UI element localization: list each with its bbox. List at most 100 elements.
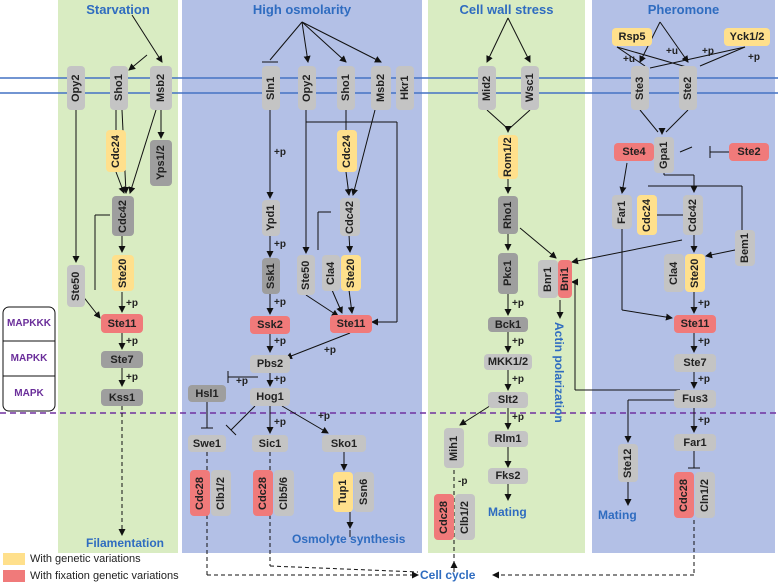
node-w-mid2: Mid2 <box>478 66 496 110</box>
node-h-cdc28b: Cdc28 <box>253 470 273 516</box>
node-p-cla4: Cla4 <box>664 254 684 292</box>
node-p-cln12: Cln1/2 <box>695 472 715 518</box>
mark-p: +p <box>274 336 286 347</box>
node-s-ste7: Ste7 <box>101 351 143 368</box>
node-h-sko1: Sko1 <box>322 435 366 452</box>
node-p-rsp5: Rsp5 <box>612 28 652 46</box>
node-p-cdc24: Cdc24 <box>637 195 657 235</box>
node-w-mih1: Mih1 <box>444 428 464 468</box>
mark-p: +p <box>512 336 524 347</box>
node-h-sho1: Sho1 <box>337 66 355 110</box>
node-p-yck12: Yck1/2 <box>724 28 770 46</box>
mark-p: +p <box>512 298 524 309</box>
output-osmolyte: Osmolyte synthesis <box>292 532 406 546</box>
node-h-hkr1: Hkr1 <box>396 66 414 110</box>
node-w-slt2: Slt2 <box>488 392 528 408</box>
panel-title-cell-wall-stress: Cell wall stress <box>459 2 554 17</box>
node-w-rlm1: Rlm1 <box>488 431 528 447</box>
node-h-clb56: Clb5/6 <box>274 470 294 516</box>
node-w-mkk12: MKK1/2 <box>484 354 532 370</box>
node-w-wsc1: Wsc1 <box>521 66 539 110</box>
mark-p: +p <box>126 336 138 347</box>
node-h-ssn6: Ssn6 <box>354 472 374 512</box>
node-w-clb12: Clb1/2 <box>455 494 475 540</box>
node-s-ste20: Ste20 <box>112 255 134 291</box>
output-mating-pheromone: Mating <box>598 508 637 522</box>
node-h-sln1: Sln1 <box>262 66 280 110</box>
node-p-ste12: Ste12 <box>618 444 638 482</box>
label-mapkk: MAPKK <box>10 352 48 364</box>
output-actin-polarization: Actin polarization <box>552 322 588 426</box>
mark-p: +p <box>698 298 710 309</box>
node-s-cdc42: Cdc42 <box>112 196 134 236</box>
node-h-ste50: Ste50 <box>297 255 315 295</box>
node-p-fus3: Fus3 <box>674 390 716 408</box>
node-h-hog1: Hog1 <box>250 388 290 406</box>
node-h-ste11: Ste11 <box>330 315 372 333</box>
mark-u: +u <box>666 46 678 57</box>
node-p-ste2: Ste2 <box>729 143 769 161</box>
node-p-cdc42: Cdc42 <box>683 195 703 235</box>
node-p-gpa1: Gpa1 <box>654 137 674 173</box>
output-filamentation: Filamentation <box>86 536 165 550</box>
node-w-bnr1: Bnr1 <box>538 260 558 298</box>
node-h-cla4: Cla4 <box>322 255 340 291</box>
output-cell-cycle: Cell cycle <box>420 568 476 582</box>
node-h-sic1: Sic1 <box>252 435 288 452</box>
node-h-tup1: Tup1 <box>333 472 353 512</box>
node-w-rom12: Rom1/2 <box>498 135 518 179</box>
label-mapk: MAPK <box>14 387 44 399</box>
node-p-ste2r: Ste2 <box>679 66 697 110</box>
mark-p: +p <box>236 376 248 387</box>
node-s-sho1: Sho1 <box>110 66 128 110</box>
node-s-cdc24: Cdc24 <box>106 130 126 172</box>
mark-p: +p <box>274 417 286 428</box>
node-p-ste11: Ste11 <box>674 315 716 333</box>
mark-p: +p <box>698 415 710 426</box>
node-p-bem1: Bem1 <box>735 230 755 266</box>
node-w-pkc1: Pkc1 <box>498 253 518 294</box>
node-w-bni1: Bni1 <box>558 260 572 298</box>
mark-p: +p <box>274 239 286 250</box>
node-h-ste20: Ste20 <box>341 255 361 291</box>
legend-yellow-swatch <box>3 553 25 565</box>
panel-title-starvation: Starvation <box>86 2 150 17</box>
mark-p: +p <box>126 372 138 383</box>
mark-minus-p: -p <box>458 476 468 487</box>
node-h-ssk1: Ssk1 <box>262 258 280 294</box>
node-p-ste3: Ste3 <box>631 66 649 110</box>
output-mating-wall: Mating <box>488 505 527 519</box>
node-s-msb2: Msb2 <box>150 66 172 110</box>
node-s-ste50: Ste50 <box>67 265 85 307</box>
node-s-ste11: Ste11 <box>101 314 143 333</box>
node-h-cdc28a: Cdc28 <box>190 470 210 516</box>
node-s-kss1: Kss1 <box>101 389 143 406</box>
mark-p: +p <box>274 297 286 308</box>
node-h-ssk2: Ssk2 <box>250 316 290 334</box>
mark-u: +u <box>623 54 635 65</box>
node-p-far1b: Far1 <box>674 434 716 451</box>
mark-p: +p <box>512 374 524 385</box>
legend-red-label: With fixation genetic variations <box>30 570 179 582</box>
node-h-msb2: Msb2 <box>371 66 391 110</box>
mark-p: +p <box>512 412 524 423</box>
node-p-ste7: Ste7 <box>674 354 716 372</box>
node-s-opy2: Opy2 <box>67 66 85 110</box>
mark-p: +p <box>698 336 710 347</box>
node-p-ste20: Ste20 <box>685 254 705 292</box>
node-w-cdc28: Cdc28 <box>434 494 454 540</box>
node-h-swe1: Swe1 <box>188 435 226 452</box>
node-w-rho1: Rho1 <box>498 196 518 234</box>
label-mapkkk: MAPKKK <box>7 317 51 329</box>
actin-text: Actin polarization <box>552 322 566 423</box>
mark-p: +p <box>126 298 138 309</box>
mark-p: +p <box>748 52 760 63</box>
node-p-cdc28: Cdc28 <box>674 472 694 518</box>
mark-p: +p <box>702 46 714 57</box>
mark-p: +p <box>274 147 286 158</box>
node-h-cdc42: Cdc42 <box>340 198 360 236</box>
mark-p: +p <box>698 374 710 385</box>
panel-title-pheromone: Pheromone <box>647 2 720 17</box>
node-h-cdc24: Cdc24 <box>337 130 357 172</box>
mark-p: +p <box>274 374 286 385</box>
